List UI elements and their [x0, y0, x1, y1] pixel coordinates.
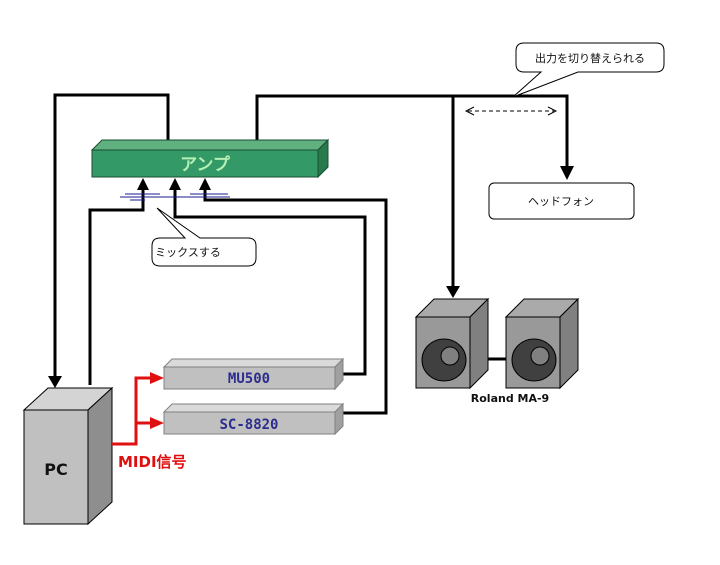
arrow-into-headphone-icon	[560, 166, 574, 180]
callout-mix: ミックスする	[151, 207, 257, 267]
amp-label: アンプ	[180, 154, 231, 175]
headphone-block[interactable]: ヘッドフォン	[488, 182, 635, 220]
callout-switch-text: 出力を切り替えられる	[535, 51, 645, 65]
callout-mix-text: ミックスする	[155, 246, 221, 259]
arrow-amp-input-1-icon	[137, 178, 149, 190]
wire-pc-to-amp	[88, 186, 145, 385]
mu500-label: MU500	[228, 371, 270, 387]
pc-block[interactable]: PC	[22, 386, 114, 526]
sc8820-block[interactable]: SC-8820	[162, 402, 345, 436]
mix-line	[120, 193, 230, 201]
arrow-into-speaker-icon	[446, 286, 460, 298]
wire-mu500-to-amp	[173, 186, 367, 376]
speakers-label: Roland MA-9	[471, 392, 549, 405]
midi-arrowheads	[150, 372, 164, 429]
pc-label: PC	[44, 460, 67, 479]
wire-amp-to-pc	[53, 93, 170, 378]
mu500-block[interactable]: MU500	[162, 357, 345, 391]
switch-double-arrow	[464, 106, 558, 116]
arrow-amp-input-2-icon	[169, 178, 181, 190]
arrow-midi-sc8820-icon	[150, 417, 164, 429]
speaker-left[interactable]	[414, 297, 490, 390]
sc8820-label: SC-8820	[219, 417, 278, 433]
arrowheads	[48, 166, 574, 388]
callout-switch: 出力を切り替えられる	[512, 42, 665, 98]
wire-sc8820-to-amp	[203, 186, 388, 415]
amp-block[interactable]: アンプ	[90, 138, 330, 179]
audio-wires	[53, 93, 569, 415]
arrow-into-pc-icon	[48, 376, 62, 388]
wire-amp-to-outputs	[255, 94, 569, 166]
midi-signal-label: MIDI信号	[118, 453, 187, 471]
headphone-label: ヘッドフォン	[528, 195, 594, 208]
arrow-amp-input-3-icon	[199, 178, 211, 190]
arrow-midi-mu500-icon	[150, 372, 164, 384]
speaker-right[interactable]	[504, 297, 580, 390]
midi-wires	[112, 376, 152, 446]
